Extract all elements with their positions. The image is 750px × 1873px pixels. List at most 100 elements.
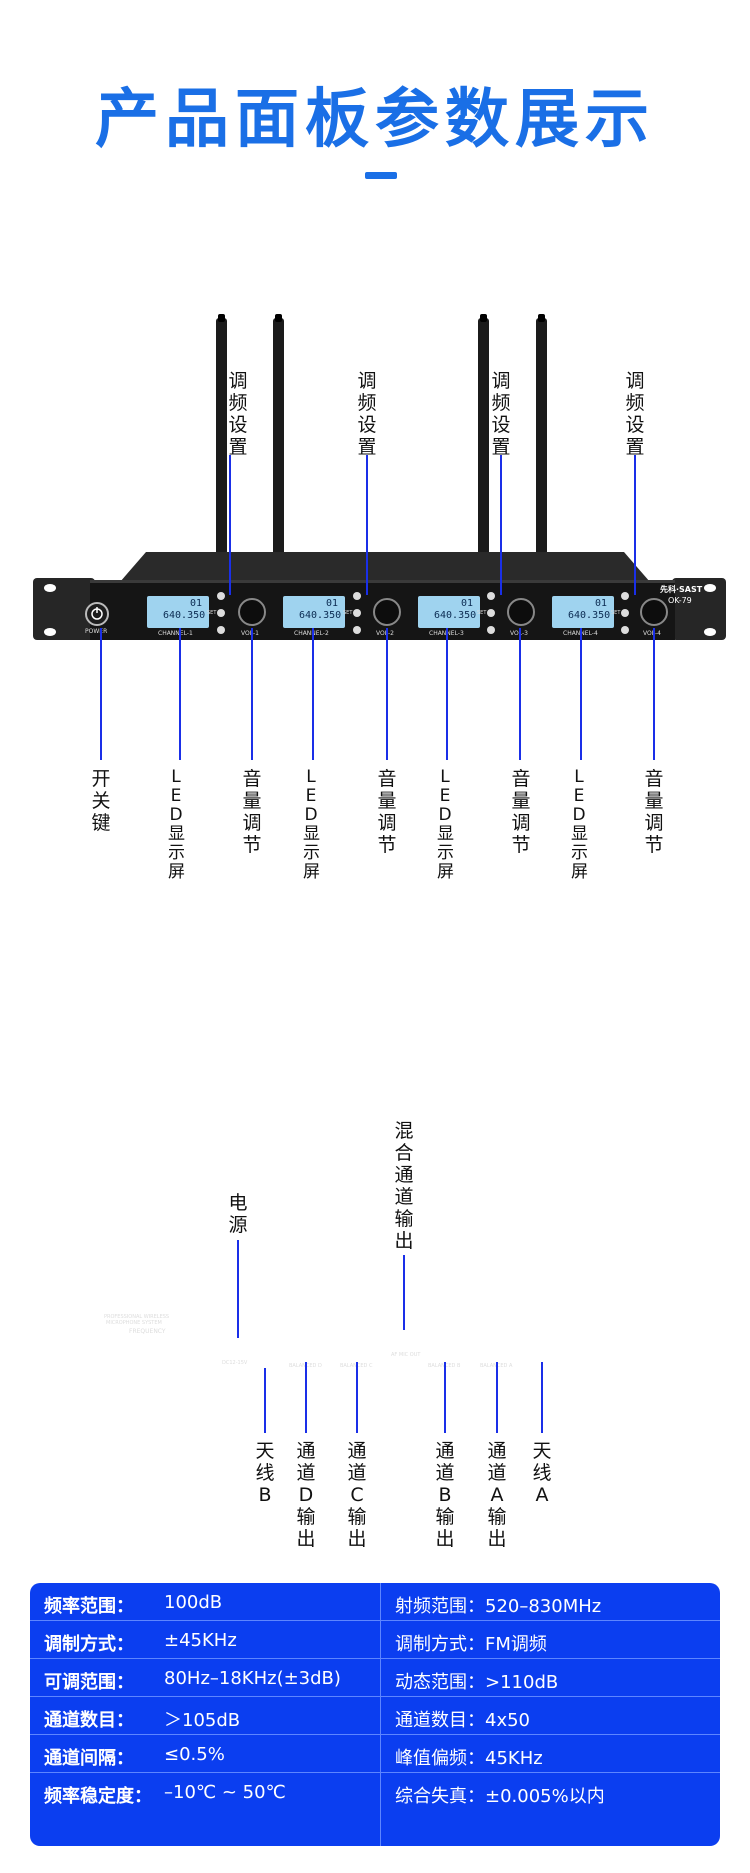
antenna — [273, 318, 284, 558]
spec-separator — [30, 1696, 720, 1697]
screen-channel: 01 — [461, 598, 474, 609]
spec-key-value: 峰值偏频：45KHz — [395, 1748, 543, 1769]
callout-mix-out: 混合通道输出 — [394, 1120, 414, 1252]
screen-freq: 640.350 — [568, 610, 611, 621]
rack-ear-left — [33, 578, 95, 640]
spec-value: 80Hz–18KHz(±3dB) — [164, 1668, 341, 1689]
callout-led-1: LED显示屏 — [168, 767, 185, 882]
callout-line — [229, 455, 231, 595]
callout-line — [580, 628, 582, 760]
vol-label: VOL-4 — [643, 630, 661, 637]
spec-key: 可调范围： — [44, 1672, 134, 1693]
front-panel-illustration — [33, 314, 726, 640]
caution-label: CAUTION — [604, 1324, 632, 1331]
channel-label: CHANNEL-1 — [158, 630, 193, 637]
callout-line — [366, 455, 368, 595]
callout-power-key: 开关键 — [91, 768, 111, 834]
callout-volume-2: 音量调节 — [377, 768, 397, 856]
callout-line — [179, 628, 181, 760]
dc-label: DC12-15V — [222, 1360, 248, 1366]
sticker-line-2: MICROPHONE SYSTEM — [106, 1320, 162, 1326]
lcd-screen — [552, 596, 614, 628]
vol-label: VOL-2 — [376, 630, 394, 637]
callout-line — [264, 1368, 266, 1433]
callout-line — [541, 1362, 543, 1433]
spec-value: ≤0.5% — [164, 1744, 225, 1765]
callout-channel-a-out: 通道A输出 — [487, 1440, 507, 1550]
model-label: OK-79 — [668, 596, 692, 605]
callout-line — [444, 1362, 446, 1433]
callout-tuning-4: 调频设置 — [625, 370, 645, 458]
spec-key-value: 射频范围：520–830MHz — [395, 1596, 602, 1617]
callout-channel-b-out: 通道B输出 — [435, 1440, 455, 1550]
callout-tuning-3: 调频设置 — [491, 370, 511, 458]
page-title: 产品面板参数展示 — [95, 83, 655, 157]
callout-led-2: LED显示屏 — [303, 767, 320, 882]
spec-divider — [380, 1583, 381, 1846]
spec-key-value: 调制方式：FM调频 — [395, 1634, 547, 1655]
mix-label: AF MIC OUT — [391, 1352, 421, 1358]
spec-row: 频率稳定度： –10℃ ~ 50℃ 综合失真：±0.005%以内 — [30, 1773, 720, 1811]
spec-key: 通道数目： — [44, 1710, 134, 1731]
screen-channel: 01 — [190, 598, 203, 609]
callout-line — [356, 1362, 358, 1433]
callout-tuning-2: 调频设置 — [357, 370, 377, 458]
set-label: SET — [477, 610, 487, 616]
callout-line — [634, 455, 636, 595]
callout-line — [237, 1240, 239, 1338]
callout-line — [403, 1255, 405, 1330]
spec-separator — [30, 1658, 720, 1659]
callout-channel-d-out: 通道D输出 — [296, 1440, 316, 1550]
vol-label: VOL-1 — [241, 630, 259, 637]
frequency-label: FREQUENCY — [129, 1328, 166, 1335]
brand-label: 先科·SAST — [660, 585, 703, 594]
power-button — [85, 602, 109, 626]
callout-line — [251, 628, 253, 760]
callout-line — [312, 628, 314, 760]
callout-volume-3: 音量调节 — [511, 768, 531, 856]
vol-label: VOL-3 — [510, 630, 528, 637]
callout-volume-4: 音量调节 — [644, 768, 664, 856]
power-label: POWER — [85, 628, 108, 635]
callout-antenna-b: 天线B — [255, 1440, 275, 1506]
spec-key: 调制方式： — [44, 1634, 134, 1655]
spec-separator — [30, 1620, 720, 1621]
spec-row: 通道数目： ＞105dB 通道数目：4x50 — [30, 1697, 720, 1735]
spec-key: 频率范围： — [44, 1596, 134, 1617]
spec-row: 调制方式： ±45KHz 调制方式：FM调频 — [30, 1621, 720, 1659]
set-label: SET — [343, 610, 353, 616]
antenna — [478, 318, 489, 558]
callout-line — [100, 628, 102, 760]
sticker-line-1: PROFESSIONAL WIRELESS — [104, 1314, 170, 1320]
volume-knob — [640, 598, 668, 626]
lcd-screen — [418, 596, 480, 628]
callout-line — [653, 628, 655, 760]
spec-key: 通道间隔： — [44, 1748, 134, 1769]
spec-table: 频率范围： 100dB 射频范围：520–830MHz 调制方式： ±45KHz… — [30, 1583, 720, 1846]
callout-channel-c-out: 通道C输出 — [347, 1440, 367, 1550]
callout-line — [446, 628, 448, 760]
spec-value: 100dB — [164, 1592, 223, 1613]
volume-knob — [238, 598, 266, 626]
callout-line — [386, 628, 388, 760]
callout-tuning-1: 调频设置 — [228, 370, 248, 458]
spec-row: 可调范围： 80Hz–18KHz(±3dB) 动态范围：>110dB — [30, 1659, 720, 1697]
callout-led-4: LED显示屏 — [571, 767, 588, 882]
spec-value: –10℃ ~ 50℃ — [164, 1782, 286, 1803]
screen-channel: 01 — [595, 598, 608, 609]
screen-freq: 640.350 — [163, 610, 206, 621]
channel-label: CHANNEL-2 — [294, 630, 329, 637]
set-label: SET — [207, 610, 217, 616]
callout-line — [519, 628, 521, 760]
antenna — [536, 318, 547, 558]
lcd-screen — [283, 596, 345, 628]
spec-row: 频率范围： 100dB 射频范围：520–830MHz — [30, 1583, 720, 1621]
spec-key: 频率稳定度： — [44, 1786, 152, 1807]
callout-line — [500, 455, 502, 595]
screen-freq: 640.350 — [434, 610, 477, 621]
volume-knob — [507, 598, 535, 626]
spec-key-value: 综合失真：±0.005%以内 — [395, 1786, 605, 1807]
callout-led-3: LED显示屏 — [437, 767, 454, 882]
spec-key-value: 通道数目：4x50 — [395, 1710, 531, 1731]
spec-value: ＞105dB — [164, 1710, 241, 1731]
